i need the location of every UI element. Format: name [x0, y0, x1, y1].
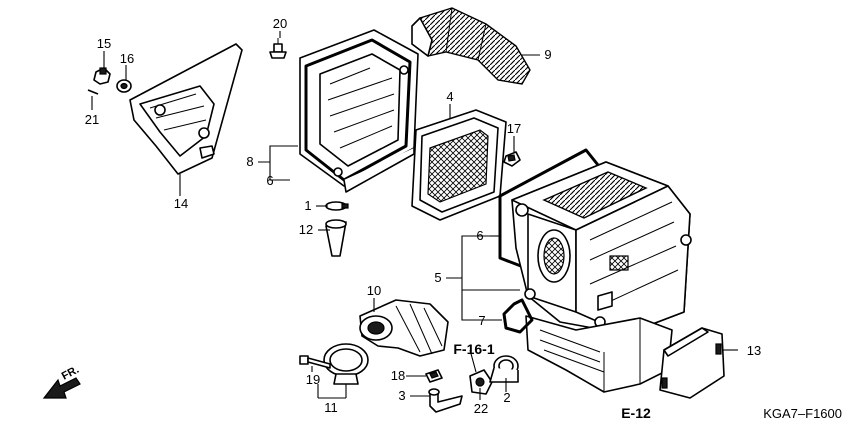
callout-6: 6 [476, 228, 483, 243]
air-cleaner-cover-part [299, 29, 419, 193]
callout-10: 10 [367, 283, 381, 298]
bolt-19-part [299, 355, 331, 369]
callout-4: 4 [446, 89, 453, 104]
hose-3-part [428, 388, 463, 413]
air-cleaner-case-part [498, 148, 692, 393]
reference-label-f16: F-16-1 [453, 341, 494, 357]
connecting-tube-part [359, 299, 449, 357]
diagram-code: KGA7–F1600 [763, 406, 842, 421]
bolt-20-part [269, 38, 287, 59]
callout-18: 18 [391, 368, 405, 383]
grommet-16-part [116, 79, 132, 93]
callout-11: 11 [324, 400, 338, 415]
callout-12: 12 [299, 222, 313, 237]
clip-22-part [469, 369, 493, 395]
clip-1-part [325, 201, 349, 211]
clip-18-part [425, 369, 443, 383]
callout-22: 22 [474, 401, 488, 416]
pin-21-part [87, 89, 99, 95]
callout-8: 8 [246, 154, 253, 169]
callout-3: 3 [398, 388, 405, 403]
callout-5: 5 [434, 270, 441, 285]
callout-21: 21 [85, 112, 99, 127]
cap-2-part [489, 355, 519, 383]
callout-6: 6 [266, 173, 273, 188]
leader-lines [91, 31, 738, 400]
callout-16: 16 [120, 51, 134, 66]
band-11-part [323, 343, 369, 385]
reference-label-e12: E-12 [621, 405, 651, 421]
drain-tube-12-part [325, 219, 347, 257]
side-cover-part [129, 43, 243, 175]
callout-2: 2 [503, 390, 510, 405]
callout-1: 1 [304, 198, 311, 213]
callout-7: 7 [478, 313, 485, 328]
callout-13: 13 [747, 343, 761, 358]
callout-19: 19 [306, 372, 320, 387]
callout-14: 14 [174, 196, 188, 211]
callout-15: 15 [97, 36, 111, 51]
intake-duct-part [411, 7, 531, 85]
screw-17-part [503, 151, 521, 167]
screw-15-part [93, 67, 111, 85]
callout-9: 9 [544, 47, 551, 62]
callout-17: 17 [507, 121, 521, 136]
side-panel-13-part [659, 327, 725, 399]
front-direction-indicator: FR. [42, 364, 81, 399]
callout-20: 20 [273, 16, 287, 31]
air-element-part [411, 109, 507, 221]
